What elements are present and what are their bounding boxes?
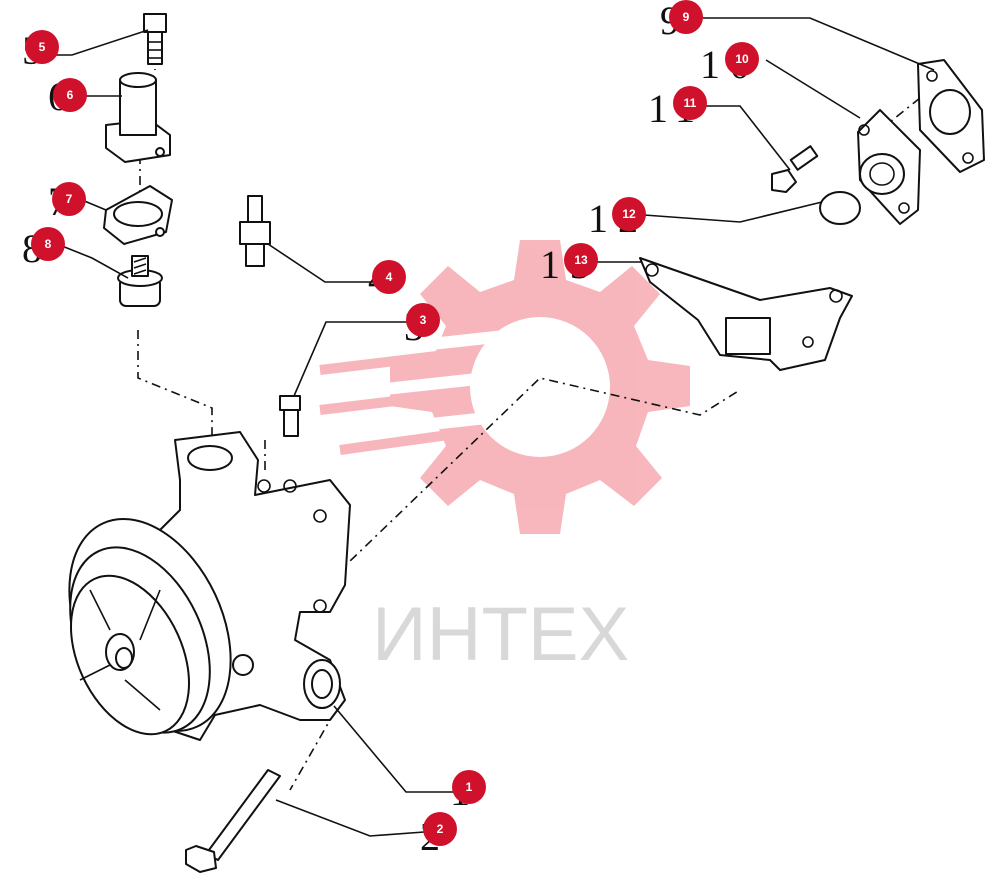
part-bolt-upper	[143, 13, 167, 65]
callout-circle	[669, 0, 703, 34]
callout-5[interactable]: 5	[25, 30, 59, 64]
callout-circle	[25, 30, 59, 64]
callout-label: 11	[684, 96, 697, 110]
callout-13[interactable]: 13	[564, 243, 598, 277]
callout-circle	[52, 182, 86, 216]
callout-label: 1	[466, 780, 473, 794]
callout-label: 9	[683, 10, 690, 24]
callout-circle	[31, 227, 65, 261]
part-disk-plug	[819, 191, 861, 225]
leader-lines	[54, 17, 935, 837]
callout-8[interactable]: 8	[31, 227, 65, 261]
svg-text:1: 1	[540, 242, 560, 287]
callout-label: 13	[574, 253, 588, 267]
callout-label: 5	[39, 40, 46, 54]
callout-12[interactable]: 12	[612, 197, 646, 231]
callout-4[interactable]: 4	[372, 260, 406, 294]
callout-1[interactable]: 1	[452, 770, 486, 804]
callout-9[interactable]: 9	[669, 0, 703, 34]
svg-text:1: 1	[588, 196, 608, 241]
watermark: ИНТЕХ	[319, 240, 690, 677]
part-long-bolt	[185, 769, 281, 873]
callout-label: 2	[437, 822, 444, 836]
callout-circle	[564, 243, 598, 277]
part-bracket	[639, 257, 853, 371]
callout-label: 6	[67, 88, 74, 102]
callout-circle	[406, 303, 440, 337]
part-gasket-outlet	[103, 185, 173, 245]
part-small-plug	[279, 395, 301, 437]
callout-circle	[372, 260, 406, 294]
callout-10[interactable]: 10	[725, 42, 759, 76]
callout-label: 8	[45, 237, 52, 251]
callout-circle	[612, 197, 646, 231]
part-pulley	[68, 518, 232, 736]
callout-label: 10	[735, 52, 749, 66]
part-flange	[857, 109, 921, 225]
watermark-text: ИНТЕХ	[372, 592, 629, 677]
callout-3[interactable]: 3	[406, 303, 440, 337]
callout-circle	[53, 78, 87, 112]
part-thermostat	[117, 255, 163, 307]
callout-circle	[423, 812, 457, 846]
callout-7[interactable]: 7	[52, 182, 86, 216]
callout-label: 12	[622, 207, 636, 221]
callout-6[interactable]: 6	[53, 78, 87, 112]
callout-label: 3	[420, 313, 427, 327]
svg-text:1: 1	[648, 86, 668, 131]
part-flange-gasket	[917, 59, 985, 173]
part-water-outlet	[105, 72, 171, 163]
callout-label: 4	[386, 270, 393, 284]
part-small-bolt	[771, 145, 819, 193]
part-temperature-sensor	[239, 195, 271, 267]
callout-11[interactable]: 11	[673, 86, 707, 120]
svg-text:1: 1	[700, 42, 720, 87]
callout-2[interactable]: 2	[423, 812, 457, 846]
callout-label: 7	[66, 192, 73, 206]
watermark-gear-logo	[319, 240, 690, 534]
callout-circle	[673, 86, 707, 120]
callout-circle	[452, 770, 486, 804]
callout-circle	[725, 42, 759, 76]
